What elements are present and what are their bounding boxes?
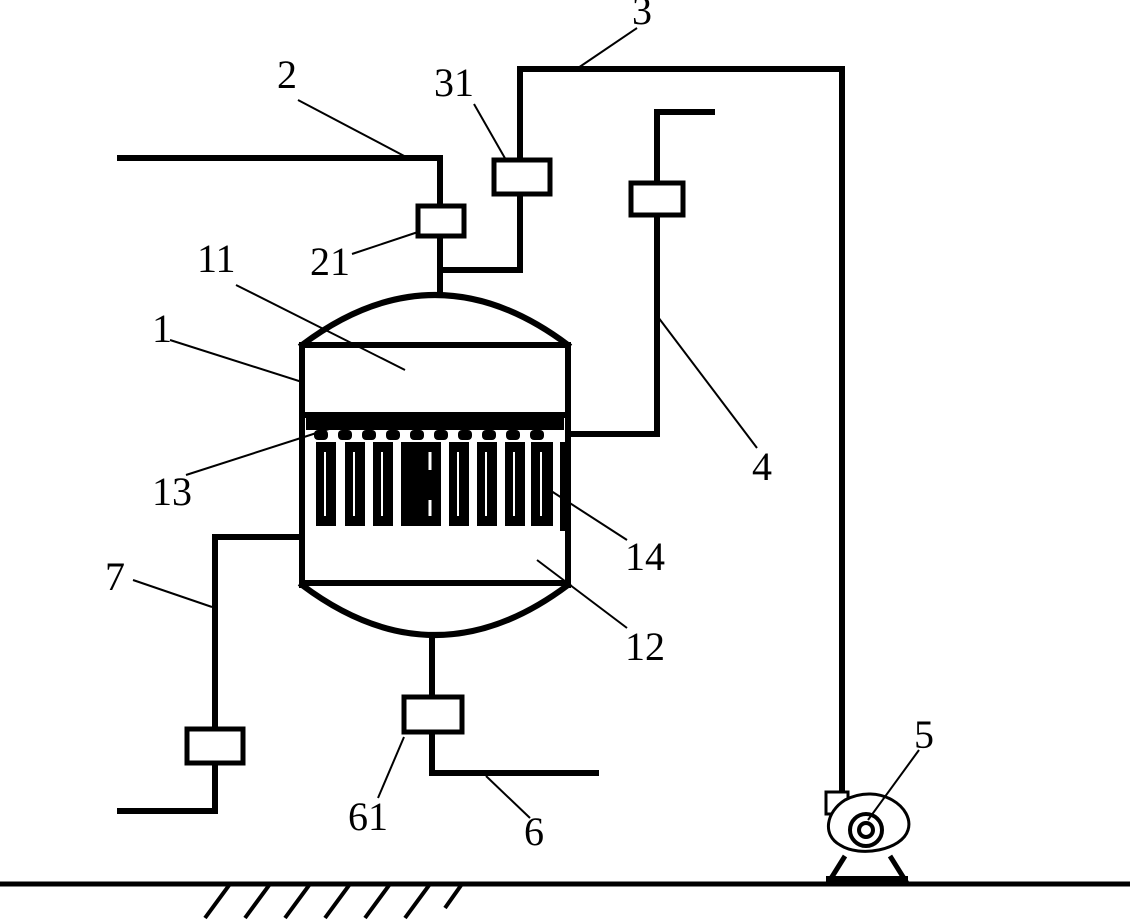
label-2: 2 [277,52,297,97]
valve-7 [184,726,246,766]
valve-61 [401,694,465,735]
label-13: 13 [152,469,192,514]
label-6: 6 [524,809,544,854]
label-61: 61 [348,794,388,839]
ground [0,881,1130,920]
label-12: 12 [625,624,665,669]
pump-5 [824,790,911,884]
pipe-7 [117,534,305,814]
label-4: 4 [752,444,772,489]
label-11: 11 [197,236,236,281]
valve-4 [628,180,686,218]
labels: 2 3 31 21 11 1 13 4 14 12 7 61 6 5 [105,0,934,854]
label-5: 5 [914,712,934,757]
pipe-3 [437,66,845,793]
label-1: 1 [152,306,172,351]
label-31: 31 [434,60,474,105]
pipe-4 [565,109,715,437]
valve-31 [491,157,553,197]
pipe-6 [401,632,599,776]
label-7: 7 [105,554,125,599]
leader-lines [132,27,920,821]
tube-bundle [316,442,566,531]
label-3: 3 [632,0,652,33]
pipe-2 [117,155,467,295]
label-21: 21 [310,239,350,284]
distributor-nozzles [306,418,564,440]
valve-21 [415,203,467,239]
label-14: 14 [625,534,665,579]
